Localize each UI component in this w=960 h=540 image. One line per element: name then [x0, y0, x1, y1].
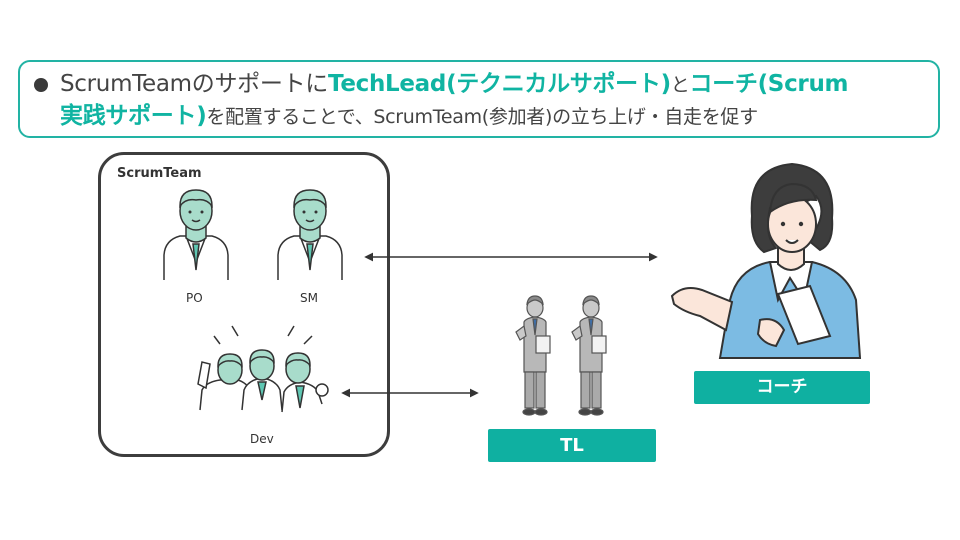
tl-tag: TL [488, 429, 656, 462]
techlead-highlight: TechLead(テクニカルサポート) [327, 71, 671, 97]
coach-tag: コーチ [694, 371, 870, 404]
coach-figure-icon [670, 162, 862, 359]
po-figure-icon [163, 189, 229, 280]
summary-text: ScrumTeamのサポートにTechLead(テクニカルサポート)とコーチ(S… [60, 69, 930, 133]
coach-highlight-cont: 実践サポート) [60, 103, 207, 129]
bullet-icon [34, 78, 48, 92]
summary-callout: ScrumTeamのサポートにTechLead(テクニカルサポート)とコーチ(S… [18, 60, 940, 138]
tl-figure-icon [515, 295, 551, 416]
summary-text-part: を配置することで、ScrumTeam(参加者)の立ち上げ・自走を促す [206, 106, 758, 128]
coach-highlight: コーチ(Scrum [689, 71, 849, 97]
po-label: PO [186, 291, 203, 305]
scrum-team-title: ScrumTeam [117, 166, 202, 181]
summary-text-part: ScrumTeamのサポートに [60, 71, 328, 97]
summary-text-part: と [670, 74, 690, 96]
sm-figure-icon [277, 189, 343, 280]
dev-group-icon [197, 325, 329, 413]
sm-label: SM [300, 291, 318, 305]
scrum-team-box: ScrumTeam [98, 152, 390, 457]
tl-figure-icon [571, 295, 607, 416]
dev-label: Dev [250, 432, 274, 446]
